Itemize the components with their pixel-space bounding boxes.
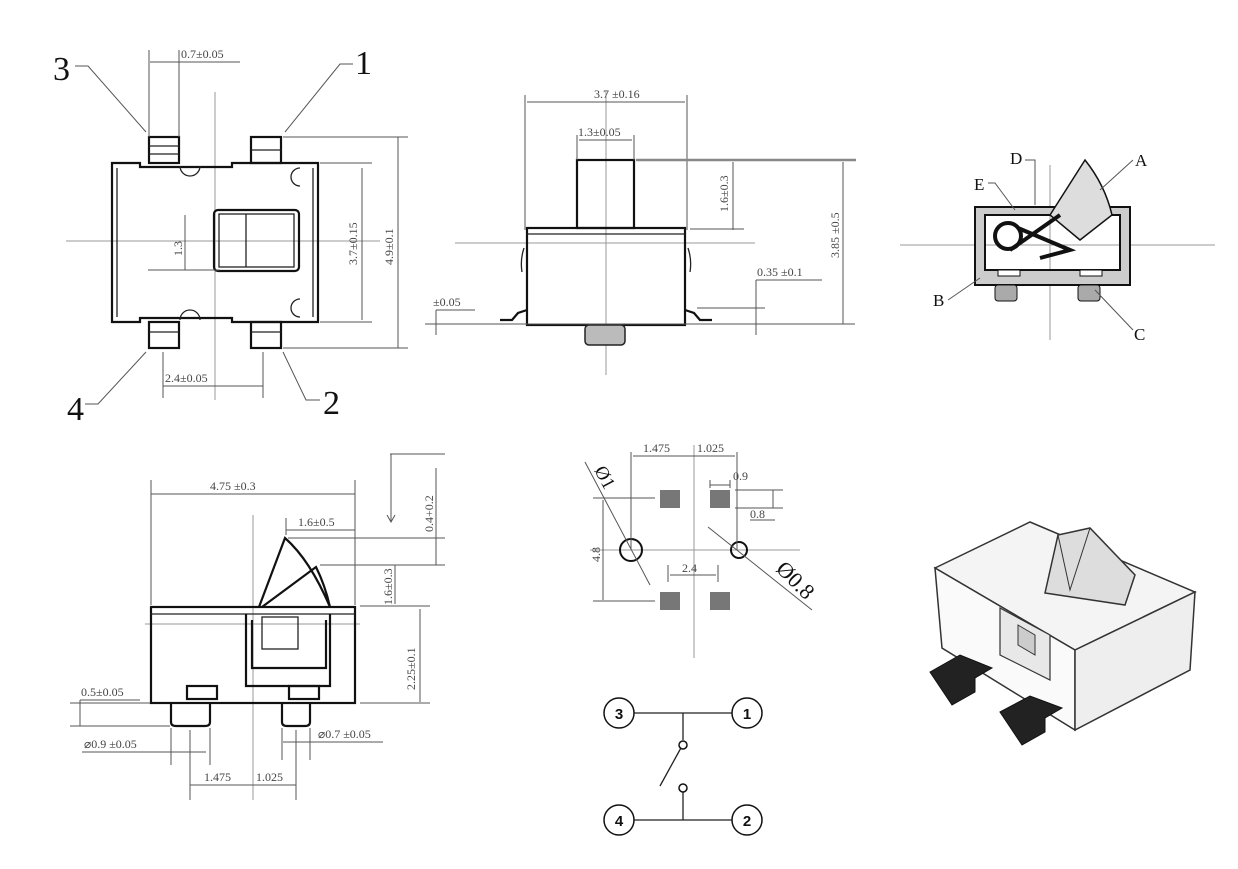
dim-actuator-width: 1.3±0.05 — [578, 125, 621, 139]
dim-boss-height: 0.5±0.05 — [81, 685, 124, 699]
actuator-3d — [1044, 527, 1136, 606]
pin-label-2: 2 — [323, 385, 340, 422]
dim-pitch-right: 1.025 — [256, 770, 283, 784]
schematic-pin-2: 2 — [743, 813, 751, 830]
dim-pin-pitch: 2.4±0.05 — [165, 371, 208, 385]
pcb-dim-left: 1.475 — [643, 441, 670, 455]
dim-overall-height-side: 3.85 ±0.5 — [828, 212, 842, 258]
dim-lever-offset: 1.6±0.5 — [298, 515, 335, 529]
dim-boss-left: ⌀0.9 ±0.05 — [84, 737, 137, 751]
pin-3-pad — [147, 135, 181, 165]
dim-overall-height: 4.9±0.1 — [382, 228, 396, 265]
label-a: A — [1135, 151, 1148, 170]
pcb-dim-height: 4.8 — [589, 547, 603, 562]
pcb-pad — [710, 592, 730, 610]
dim-actuator-height: 1.6±0.3 — [717, 175, 731, 212]
dim-pitch-left: 1.475 — [204, 770, 231, 784]
actuator-lever — [1049, 158, 1113, 241]
schematic-pin-4: 4 — [615, 813, 624, 830]
pcb-dim-right: 1.025 — [697, 441, 724, 455]
dim-window: 1.3 — [171, 241, 185, 256]
pcb-pad — [710, 490, 730, 508]
dim-body-height-front: 2.25±0.1 — [404, 647, 418, 690]
pin-2-pad — [249, 320, 283, 350]
isometric-view — [929, 521, 1197, 746]
pcb-dim-pad-h: 0.8 — [750, 507, 765, 521]
label-e: E — [974, 175, 984, 194]
pcb-dim-pad-w: 0.9 — [733, 469, 748, 483]
dim-travel: 0.4+0.2 — [422, 495, 436, 532]
top-view: 0.7±0.05 3.7±0.15 4.9±0.1 2.4±0.05 1.3 3… — [53, 45, 408, 428]
pin-4-pad — [147, 320, 181, 350]
pcb-pad — [660, 592, 680, 610]
schematic-pin-1: 1 — [743, 706, 751, 723]
pcb-hole-right: Ø0.8 — [771, 556, 819, 604]
pin-label-1: 1 — [355, 45, 372, 82]
schematic: 3 1 4 2 — [603, 697, 763, 836]
dim-body-width: 3.7 ±0.16 — [594, 87, 640, 101]
dim-pin-width: 0.7±0.05 — [181, 47, 224, 61]
spring-coil — [993, 221, 1023, 251]
front-view: 4.75 ±0.3 1.6±0.5 1.6±0.3 0.4+0.2 2.25±0… — [70, 453, 445, 800]
side-view: 3.7 ±0.16 1.3±0.05 1.6±0.3 3.85 ±0.5 0.3… — [425, 87, 856, 375]
dim-standoff: 0.35 ±0.1 — [757, 265, 803, 279]
label-c: C — [1134, 325, 1145, 344]
pin-label-3: 3 — [53, 51, 70, 88]
section-view: A B C D E — [900, 149, 1215, 344]
pcb-layout: 1.475 1.025 0.9 0.8 4.8 2.4 Ø1 Ø0.8 — [584, 441, 820, 658]
pcb-pad — [660, 490, 680, 508]
pcb-dim-pitch: 2.4 — [682, 561, 697, 575]
dim-body-height: 3.7±0.15 — [346, 222, 360, 265]
dim-boss-right: ⌀0.7 ±0.05 — [318, 727, 371, 741]
dim-body-length: 4.75 ±0.3 — [210, 479, 256, 493]
schematic-pin-3: 3 — [615, 706, 623, 723]
label-d: D — [1010, 149, 1022, 168]
pin-label-4: 4 — [67, 391, 84, 428]
dim-flatness: ±0.05 — [433, 295, 461, 309]
dim-lever-height: 1.6±0.3 — [381, 568, 395, 605]
label-b: B — [933, 291, 944, 310]
pcb-hole-left: Ø1 — [590, 462, 619, 492]
mount-hole-right — [730, 541, 748, 559]
